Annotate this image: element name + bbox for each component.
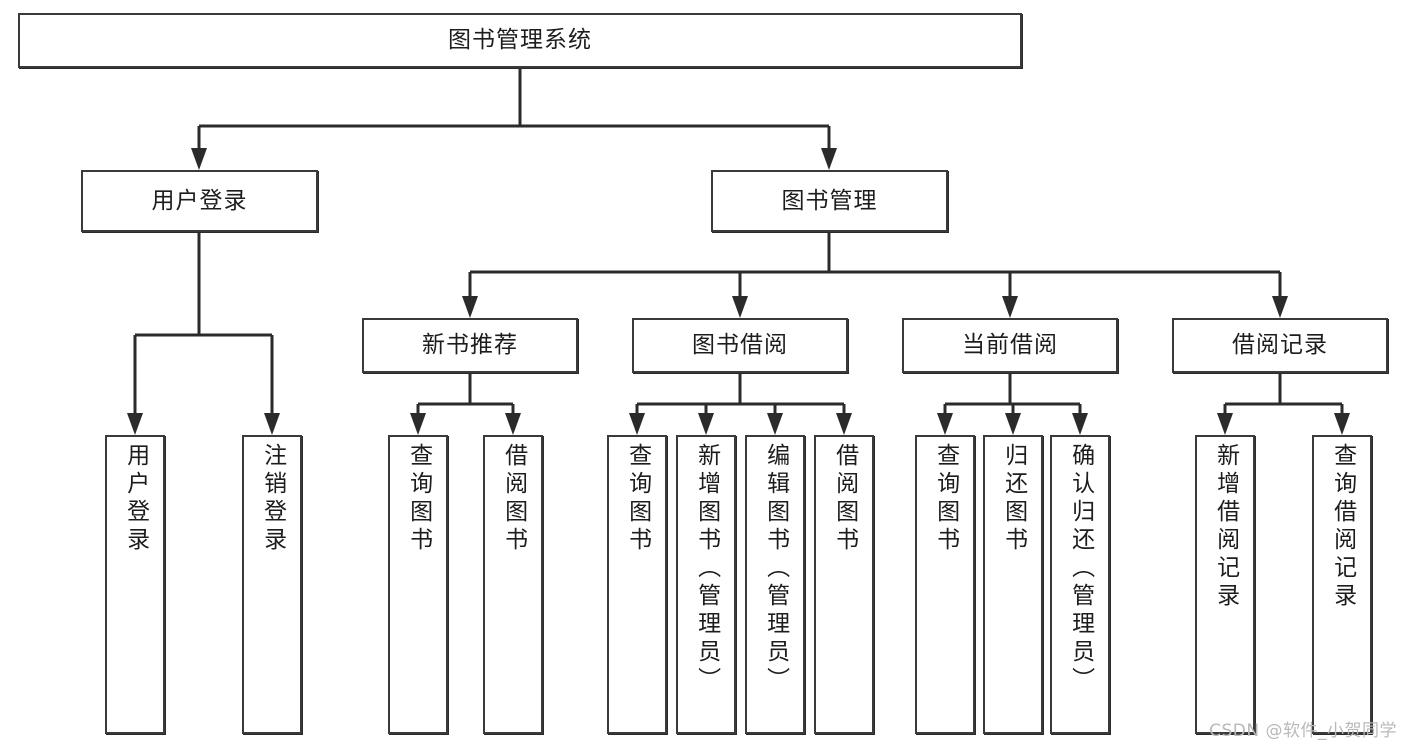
arrowhead [505,413,521,435]
node-leaf-query-1[interactable]: 查询图书 [388,435,448,734]
arrowhead [698,413,714,435]
node-label: 确认归还（管理员） [1067,443,1094,695]
node-label: 查询图书 [932,443,959,555]
arrowhead [836,413,852,435]
arrowhead [1217,413,1233,435]
arrowhead [732,296,748,318]
arrowhead [1072,413,1088,435]
node-label: 借阅图书 [831,443,858,555]
node-leaf-add-rec[interactable]: 新增借阅记录 [1195,435,1255,734]
node-borrow-record[interactable]: 借阅记录 [1172,318,1388,373]
arrowhead [1272,296,1288,318]
node-leaf-query-3[interactable]: 查询图书 [915,435,975,734]
node-label: 图书管理系统 [448,27,592,54]
arrowhead [462,296,478,318]
node-leaf-query-2[interactable]: 查询图书 [607,435,667,734]
arrowhead [264,413,280,435]
arrowhead [1005,413,1021,435]
node-label: 查询图书 [624,443,651,555]
node-book-borrow[interactable]: 图书借阅 [632,318,848,373]
node-leaf-logout[interactable]: 注销登录 [242,435,302,734]
node-leaf-borrow-1[interactable]: 借阅图书 [483,435,543,734]
node-leaf-user-login[interactable]: 用户登录 [105,435,165,734]
node-label: 借阅图书 [500,443,527,555]
node-label: 借阅记录 [1232,332,1328,359]
node-label: 新书推荐 [422,332,518,359]
node-leaf-return[interactable]: 归还图书 [983,435,1043,734]
node-label: 新增借阅记录 [1212,443,1239,611]
arrowhead [937,413,953,435]
arrowhead [821,148,837,170]
node-label: 用户登录 [122,443,149,555]
node-label: 图书借阅 [692,332,788,359]
arrowhead [1334,413,1350,435]
node-label: 图书管理 [781,187,878,214]
arrowhead [1002,296,1018,318]
arrowhead [410,413,426,435]
node-label: 用户登录 [151,187,248,214]
arrowhead [767,413,783,435]
node-label: 查询图书 [405,443,432,555]
arrowhead [127,413,143,435]
node-root[interactable]: 图书管理系统 [18,13,1022,68]
node-label: 当前借阅 [962,332,1058,359]
node-label: 新增图书（管理员） [693,443,720,695]
node-label: 注销登录 [259,443,286,555]
node-leaf-edit-book[interactable]: 编辑图书（管理员） [745,435,805,734]
node-label: 归还图书 [1000,443,1027,555]
node-label: 查询借阅记录 [1329,443,1356,611]
arrowhead [191,148,207,170]
node-user-login[interactable]: 用户登录 [81,170,318,232]
node-book-manage[interactable]: 图书管理 [711,170,948,232]
node-label: 编辑图书（管理员） [762,443,789,695]
node-leaf-confirm[interactable]: 确认归还（管理员） [1050,435,1110,734]
node-current-borrow[interactable]: 当前借阅 [902,318,1118,373]
node-leaf-add-book[interactable]: 新增图书（管理员） [676,435,736,734]
node-leaf-borrow-2[interactable]: 借阅图书 [814,435,874,734]
node-new-book-rec[interactable]: 新书推荐 [362,318,578,373]
node-leaf-query-rec[interactable]: 查询借阅记录 [1312,435,1372,734]
arrowhead [629,413,645,435]
csdn-watermark: CSDN @软件_小贺同学 [1209,721,1397,741]
